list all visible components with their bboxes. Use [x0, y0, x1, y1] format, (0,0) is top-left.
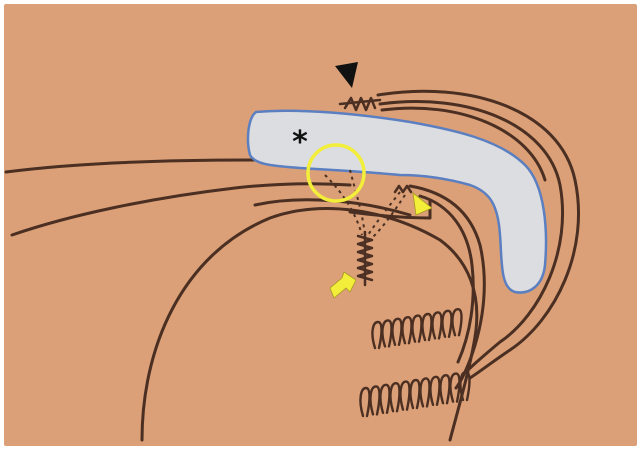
bone-asterisk-label: *: [292, 125, 308, 160]
